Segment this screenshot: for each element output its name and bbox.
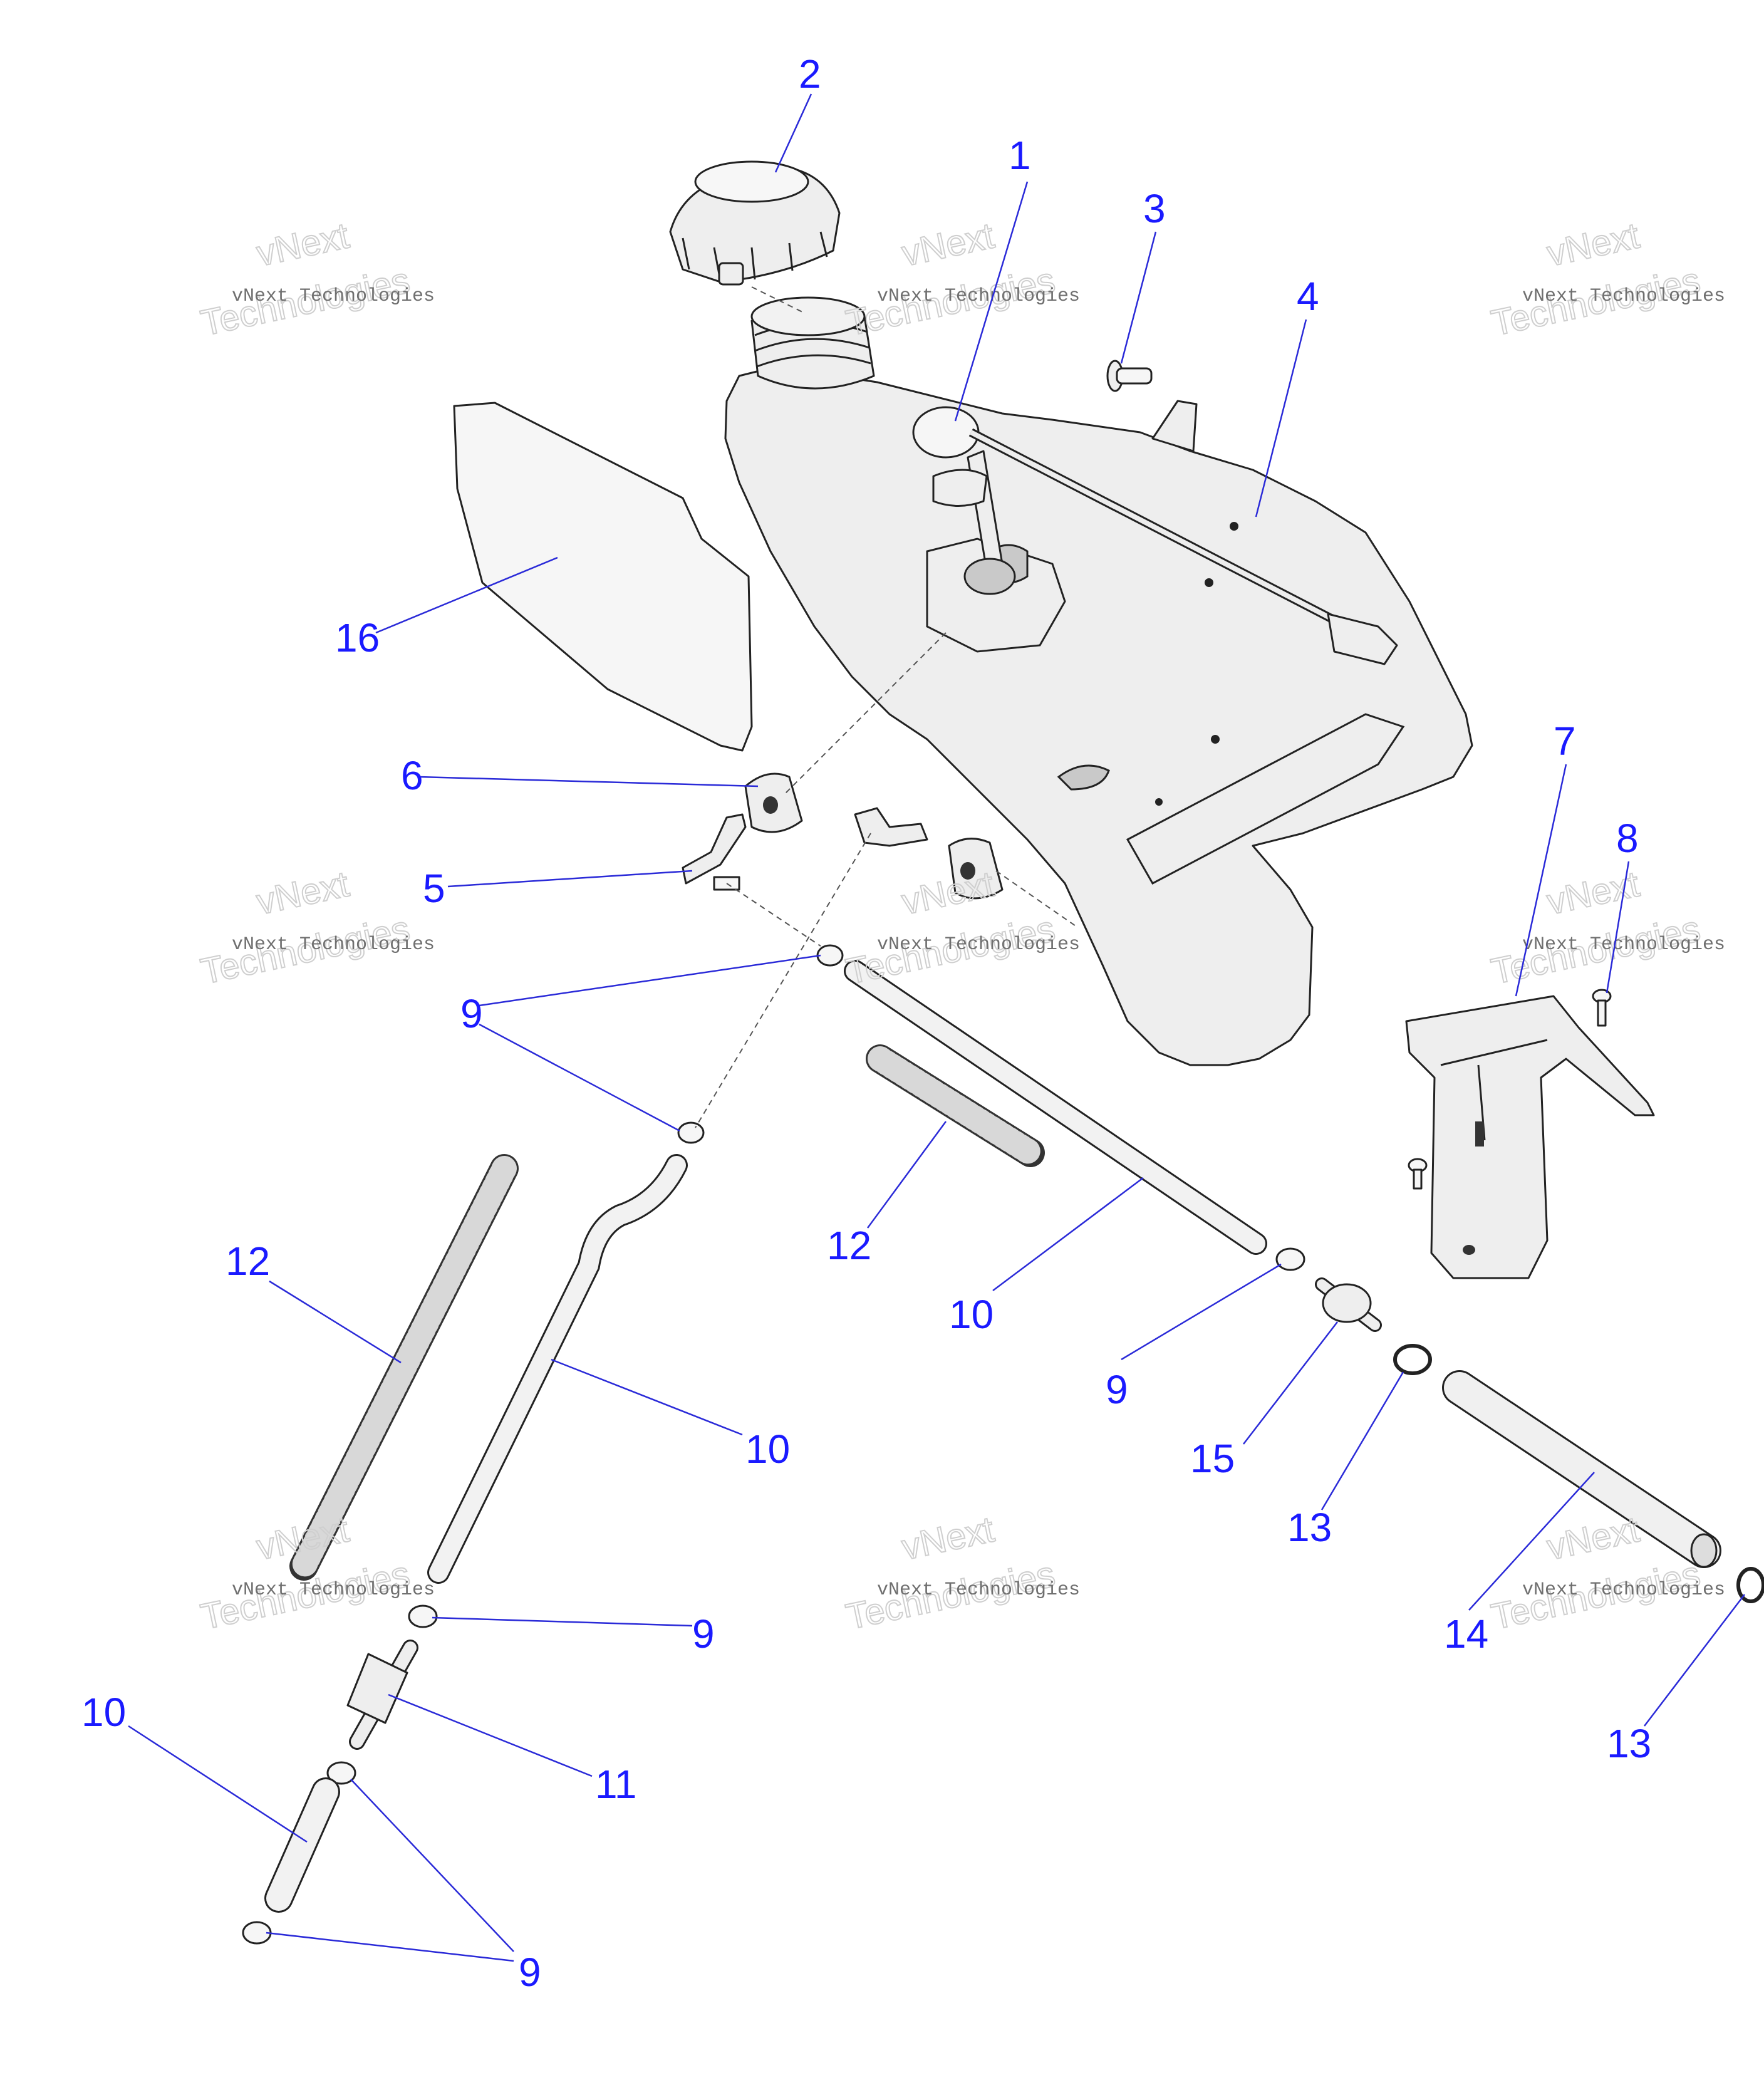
svg-text:vNext: vNext <box>253 863 353 922</box>
svg-text:vNext: vNext <box>253 1509 353 1568</box>
callout-6: 6 <box>401 753 423 798</box>
grommet-part-6b <box>948 838 1004 900</box>
svg-text:vNext Technologies: vNext Technologies <box>1522 1579 1725 1601</box>
callout-7: 7 <box>1554 719 1576 764</box>
svg-text:vNext Technologies: vNext Technologies <box>877 286 1080 307</box>
svg-text:vNext: vNext <box>253 215 353 274</box>
fuel-filter-part-11 <box>346 1640 418 1750</box>
svg-text:vNext: vNext <box>898 215 998 274</box>
clamp-part-9a <box>816 944 844 967</box>
callout-12b: 12 <box>827 1223 871 1268</box>
fuel-line-part-10c <box>264 1777 340 1913</box>
screw-part-3 <box>1106 360 1153 392</box>
callout-3: 3 <box>1143 186 1166 231</box>
svg-text:vNext: vNext <box>1544 1509 1643 1568</box>
callout-9c: 9 <box>692 1611 715 1656</box>
callout-13b: 13 <box>1607 1721 1651 1766</box>
svg-text:vNext Technologies: vNext Technologies <box>232 934 435 955</box>
elbow-fitting-part-5b <box>854 807 928 847</box>
screw-part-8b <box>1408 1158 1428 1190</box>
leader-lines <box>128 93 1745 1962</box>
svg-text:vNext: vNext <box>898 1509 998 1568</box>
fuel-cap-part-2 <box>669 160 841 286</box>
svg-text:vNext Technologies: vNext Technologies <box>232 286 435 307</box>
watermark-8: vNext Technologies vNext Technologies <box>842 1508 1080 1638</box>
fuel-sender-part-1 <box>912 406 1398 665</box>
callout-12a: 12 <box>226 1239 270 1284</box>
corrugated-sleeve-part-12a <box>866 1044 1045 1167</box>
watermark-5: vNext Technologies vNext Technologies <box>842 863 1080 992</box>
svg-text:vNext Technologies: vNext Technologies <box>877 934 1080 955</box>
elbow-fitting-part-5 <box>682 813 747 891</box>
clamp-part-13a <box>1393 1344 1432 1375</box>
callout-14: 14 <box>1444 1611 1488 1656</box>
callout-9d: 9 <box>519 1950 541 1995</box>
callout-9a: 9 <box>460 991 483 1036</box>
fuel-line-part-10a <box>844 960 1267 1255</box>
callout-16: 16 <box>335 615 380 660</box>
fuel-line-part-10b <box>427 1154 688 1584</box>
callout-5: 5 <box>423 866 445 911</box>
callout-11: 11 <box>595 1762 636 1807</box>
watermark-4: vNext Technologies vNext Technologies <box>197 863 435 992</box>
watermark-2: vNext Technologies vNext Technologies <box>842 214 1080 344</box>
clamp-part-9c <box>1275 1247 1305 1271</box>
clamp-part-9b <box>677 1121 705 1144</box>
callout-15: 15 <box>1190 1436 1235 1481</box>
callout-4: 4 <box>1297 274 1319 319</box>
svg-text:vNext: vNext <box>1544 863 1643 922</box>
callout-10a: 10 <box>949 1292 994 1337</box>
svg-text:vNext: vNext <box>1544 215 1643 274</box>
side-panel-part-16 <box>453 402 753 752</box>
watermark-1: vNext Technologies vNext Technologies <box>197 214 435 344</box>
callout-1: 1 <box>1009 133 1031 178</box>
screw-part-8 <box>1592 989 1612 1027</box>
fuel-valve-part-15 <box>1315 1277 1382 1332</box>
svg-text:vNext Technologies: vNext Technologies <box>1522 934 1725 955</box>
corrugated-sleeve-part-12b <box>289 1154 519 1581</box>
callout-10c: 10 <box>81 1690 126 1735</box>
svg-text:vNext Technologies: vNext Technologies <box>1522 286 1725 307</box>
hose-part-14 <box>1442 1370 1721 1568</box>
callout-9b: 9 <box>1106 1367 1128 1412</box>
svg-text:vNext Technologies: vNext Technologies <box>232 1579 435 1601</box>
grommet-part-6 <box>744 772 803 833</box>
callout-10b: 10 <box>745 1427 790 1472</box>
watermark-9: vNext Technologies vNext Technologies <box>1487 1508 1725 1638</box>
clamp-part-9e <box>326 1761 356 1785</box>
callout-2: 2 <box>799 51 821 96</box>
watermark-6: vNext Technologies vNext Technologies <box>1487 863 1725 992</box>
watermark-3: vNext Technologies vNext Technologies <box>1487 214 1725 344</box>
svg-text:vNext: vNext <box>898 863 998 922</box>
callout-8: 8 <box>1616 816 1639 861</box>
callout-13a: 13 <box>1287 1505 1332 1550</box>
clamp-part-9d <box>408 1604 438 1628</box>
clamp-part-13b <box>1736 1567 1764 1603</box>
svg-text:vNext Technologies: vNext Technologies <box>877 1579 1080 1601</box>
bracket-part-7 <box>1405 995 1655 1279</box>
